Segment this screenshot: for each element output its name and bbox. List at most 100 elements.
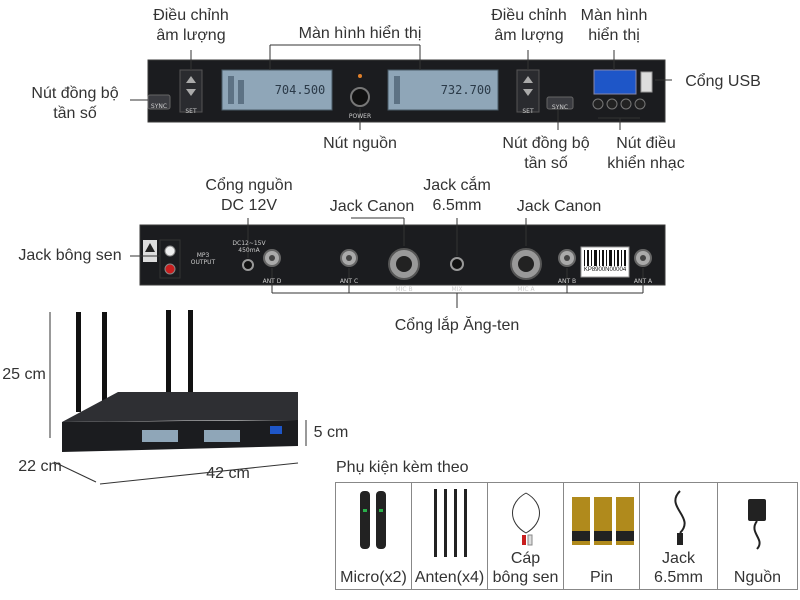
label-sync-right-line1: Nút đồng bộ (502, 135, 590, 152)
label-sync-right-line2: tần số (524, 155, 568, 172)
front-callouts (130, 44, 672, 130)
rear-text-dc-spec-2: 450mA (238, 247, 260, 254)
rear-text-ant-b: ANT B (557, 278, 577, 285)
label-dc-port-line1: Cổng nguồn (205, 177, 293, 194)
accessories-grid: Micro(x2) Anten(x4) Cáp bông sen Pin Jac… (335, 482, 798, 590)
label-display-right-line1: Màn hình (580, 7, 648, 24)
label-music-control-line1: Nút điều (616, 135, 676, 152)
power-text: POWER (348, 113, 372, 120)
rear-text-ant-c: ANT C (339, 278, 359, 285)
device-top (62, 392, 298, 422)
accessory-rca-cable: Cáp bông sen (487, 482, 564, 590)
label-jack-6-5: Jack cắm 6.5mm (412, 176, 502, 216)
warning-icon (145, 243, 155, 252)
label-jack-6-5-line1: Jack cắm (423, 177, 491, 194)
mic-a-core (518, 256, 534, 272)
label-sync-left-line2: tần số (53, 105, 97, 122)
label-volume-right: Điều chỉnh âm lượng (474, 6, 584, 46)
ant-b-core (564, 255, 570, 261)
music-button-4 (634, 98, 646, 110)
power-led (358, 74, 362, 78)
device-blue-display (270, 426, 282, 434)
rca-jack-red (164, 263, 176, 275)
accessory-power: Nguồn (717, 482, 798, 590)
set-text-left: SET (185, 108, 197, 115)
music-button-2 (606, 98, 618, 110)
power-knob (350, 87, 370, 107)
rear-text-dc-spec: DC12~15V 450mA (232, 240, 266, 254)
label-canon-left: Jack Canon (329, 198, 415, 215)
accessory-antenna: Anten(x4) (411, 482, 488, 590)
sync-text-left: SYNC (150, 103, 168, 110)
jack-cable-icon (674, 490, 686, 545)
rear-text-ant-d: ANT D (262, 278, 282, 285)
accessory-label-antenna: Anten(x4) (414, 569, 485, 586)
label-volume-left-line2: âm lượng (156, 27, 226, 44)
label-display-right: Màn hình hiển thị (572, 6, 656, 46)
screen-right (387, 69, 499, 111)
device-screen-right (204, 430, 240, 442)
screen-left-readout: 704.500 (274, 83, 326, 97)
signal-bars-left-2 (238, 80, 244, 104)
rear-text-mp3: MP3 OUTPUT (186, 252, 220, 266)
volume-up-icon-left (186, 76, 196, 83)
accessory-label-micro: Micro(x2) (340, 569, 407, 586)
dim-height: 25 cm (2, 366, 46, 383)
rear-text-mp3-1: MP3 (196, 252, 210, 259)
music-button-3 (620, 98, 632, 110)
rear-text-mp3-2: OUTPUT (190, 259, 216, 266)
rear-text-mic-a: MIC A (517, 286, 535, 293)
accessory-label-jack: Jack 6.5mm (654, 550, 703, 586)
set-text-right: SET (522, 108, 534, 115)
label-volume-left: Điều chỉnh âm lượng (136, 6, 246, 46)
label-volume-right-line2: âm lượng (494, 27, 564, 44)
antenna-2 (102, 312, 107, 412)
music-button-1 (592, 98, 604, 110)
signal-bars-right (394, 76, 400, 104)
label-sync-left: Nút đồng bộ tần số (20, 84, 130, 124)
blue-display (593, 69, 637, 95)
device-front (62, 420, 298, 452)
mic-b-core (396, 256, 412, 272)
label-dc-port: Cổng nguồn DC 12V (196, 176, 302, 216)
sync-button-left (147, 94, 171, 110)
accessory-label-battery: Pin (589, 569, 614, 586)
rca-jack-white (164, 245, 176, 257)
dim-thickness: 5 cm (313, 424, 349, 441)
label-music-control: Nút điều khiển nhạc (598, 134, 694, 174)
label-volume-left-line1: Điều chỉnh (153, 7, 229, 24)
rear-callouts (130, 217, 644, 308)
label-antenna-ports: Cổng lắp Ăng-ten (394, 317, 520, 334)
rear-text-mic-b: MIC B (395, 286, 413, 293)
accessory-jack: Jack 6.5mm (639, 482, 718, 590)
volume-down-icon-left (186, 89, 196, 96)
accessory-label-power: Nguồn (733, 569, 782, 586)
label-power-button: Nút nguồn (323, 135, 397, 152)
label-display-right-line2: hiển thị (588, 27, 640, 44)
antenna-icon (434, 489, 467, 557)
screen-right-readout: 732.700 (440, 83, 492, 97)
dim-width: 42 cm (206, 465, 250, 482)
antenna-3 (166, 310, 171, 400)
ant-a-core (640, 255, 646, 261)
accessory-battery: Pin (563, 482, 640, 590)
label-usb-port: Cổng USB (685, 73, 761, 90)
barcode (584, 250, 626, 266)
battery-icon (572, 497, 634, 545)
label-sync-right: Nút đồng bộ tần số (486, 134, 606, 174)
sync-button-right (546, 96, 574, 110)
label-dc-port-line2: DC 12V (220, 197, 278, 214)
dimension-lines (49, 312, 307, 485)
label-music-control-line2: khiển nhạc (607, 155, 685, 172)
volume-up-icon-right (523, 76, 533, 83)
sync-text-right: SYNC (551, 104, 569, 111)
ant-c-core (346, 255, 352, 261)
volume-down-icon-right (523, 89, 533, 96)
antenna-1 (76, 312, 81, 412)
mix-jack (450, 257, 464, 271)
accessories-title: Phụ kiện kèm theo (336, 459, 469, 476)
micro-icon (360, 491, 386, 549)
label-sync-left-line1: Nút đồng bộ (31, 85, 119, 102)
device-screen-left (142, 430, 178, 442)
ant-d-core (269, 255, 275, 261)
